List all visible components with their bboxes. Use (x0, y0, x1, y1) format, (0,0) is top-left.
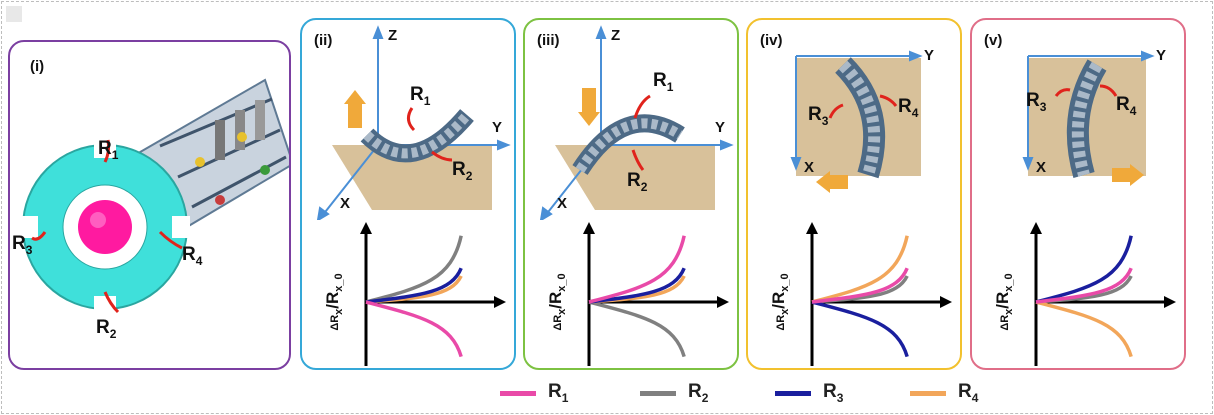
curve-r3 (811, 300, 909, 358)
y-axis-label: ΔRx/Rx_0 (993, 273, 1015, 330)
y-axis-label: Y (1156, 47, 1166, 64)
x-axis-arrowhead (494, 296, 506, 308)
x-axis-arrowhead (1164, 296, 1176, 308)
left-arrow (828, 175, 848, 189)
legend-item-r3: R3 (775, 378, 843, 408)
legend-item-r4: R4 (910, 378, 978, 408)
curve-r1 (365, 300, 463, 358)
curve-r1 (1035, 267, 1133, 304)
y-axis-label: Y (924, 47, 934, 64)
panel-ii: (ii) Z Y X R1 R2 ΔRx/Rx_0 (300, 18, 516, 370)
legend: R1 R2 R3 R4 (0, 378, 1214, 410)
y-axis-label: Y (492, 119, 502, 136)
x-axis-arrowhead (940, 296, 952, 308)
legend-item-r2: R2 (640, 378, 708, 408)
legend-label: R (823, 381, 837, 403)
response-plot: ΔRx/Rx_0 (323, 222, 506, 366)
2d-axes (790, 50, 923, 171)
y-axis-arrowhead (360, 222, 372, 234)
x-axis-label: X (340, 195, 350, 212)
r1-label: R1 (653, 70, 674, 94)
curve-r4 (811, 235, 909, 304)
legend-swatch (640, 390, 676, 396)
curve-r2 (588, 300, 686, 358)
curve-r2 (365, 235, 463, 304)
magenta-core (78, 200, 132, 254)
2d-axes (1022, 50, 1155, 171)
legend-item-r1: R1 (500, 378, 568, 408)
legend-swatch (775, 390, 811, 396)
panel-i: (i) (8, 40, 291, 370)
y-axis-arrowhead (1030, 222, 1042, 234)
panel-iii-label: (iii) (537, 32, 560, 49)
legend-label: R (548, 381, 562, 403)
legend-label: R (958, 381, 972, 403)
lateral-left-illustration: Y X R3 R4 (790, 47, 934, 193)
curve-r3 (588, 267, 686, 304)
red-leads (31, 139, 183, 314)
r1-label: R1 (410, 84, 431, 108)
panel-iv-label: (iv) (760, 32, 783, 49)
up-arrow (348, 102, 362, 128)
panel-iv: (iv) Y X R3 R4 ΔRx/Rx_0 (746, 18, 962, 370)
panel-ii-label: (ii) (314, 32, 333, 49)
curve-r3 (365, 267, 463, 304)
r3-label: R3 (12, 233, 33, 257)
corner-marker (6, 6, 22, 22)
panel-v: (v) Y X R3 R4 ΔRx/Rx_0 (970, 18, 1186, 370)
r4-label: R4 (1116, 94, 1137, 118)
y-axis-arrowhead (583, 222, 595, 234)
right-arrow (1112, 168, 1132, 182)
x-axis-arrowhead (717, 296, 729, 308)
bending-up-illustration: Z Y X R1 R2 (316, 25, 511, 220)
legend-swatch (500, 390, 536, 396)
curve-r1 (588, 235, 686, 304)
x-axis-label: X (804, 159, 814, 176)
sensor-illustration: R1 R2 R3 R4 (12, 78, 289, 341)
y-axis-label: Y (715, 119, 725, 136)
r1-label: R1 (98, 138, 119, 162)
curve-r4 (1035, 300, 1133, 358)
panel-i-label: (i) (30, 58, 45, 75)
r2-label: R2 (627, 170, 648, 194)
down-arrow (582, 88, 596, 114)
curve-r3 (1035, 235, 1133, 304)
y-axis-label: ΔRx/Rx_0 (546, 273, 568, 330)
z-axis-label: Z (611, 27, 620, 44)
panel-v-label: (v) (984, 32, 1003, 49)
r3-label: R3 (808, 104, 829, 128)
r4-label: R4 (182, 244, 203, 268)
bending-down-illustration: Z Y X R1 R2 (539, 25, 734, 220)
r2-label: R2 (96, 317, 117, 341)
y-axis-label: ΔRx/Rx_0 (323, 273, 345, 330)
legend-label: R (688, 381, 702, 403)
z-axis-label: Z (388, 27, 397, 44)
response-plot: ΔRx/Rx_0 (546, 222, 729, 366)
y-axis-arrowhead (806, 222, 818, 234)
legend-swatch (910, 390, 946, 396)
x-axis-label: X (1036, 159, 1046, 176)
r4-label: R4 (898, 96, 919, 120)
x-axis-label: X (557, 195, 567, 212)
r2-label: R2 (452, 159, 473, 183)
response-plot: ΔRx/Rx_0 (769, 222, 952, 366)
response-plot: ΔRx/Rx_0 (993, 222, 1176, 366)
panel-iii: (iii) Z Y X R1 R2 ΔRx/Rx_0 (523, 18, 739, 370)
lateral-right-illustration: Y X R3 R4 (1022, 47, 1166, 186)
r3-label: R3 (1026, 90, 1047, 114)
end-disc (20, 140, 190, 314)
curve-r1 (811, 267, 909, 304)
y-axis-label: ΔRx/Rx_0 (769, 273, 791, 330)
